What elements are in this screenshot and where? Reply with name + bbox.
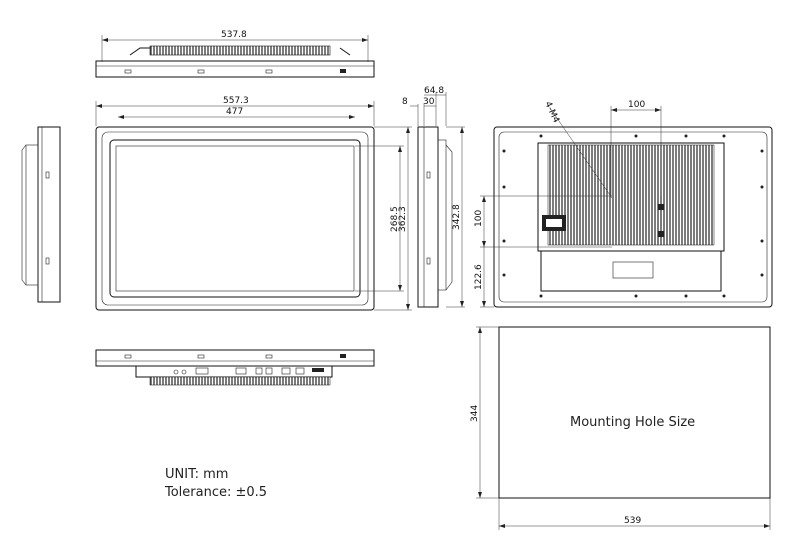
dim-front-width: 557.3 (223, 96, 249, 106)
mounting-hole-label: Mounting Hole Size (570, 415, 695, 430)
dim-side-height: 342.8 (452, 204, 462, 230)
dim-side-8: 8 (402, 97, 408, 107)
notes: UNIT: mm Tolerance: ±0.5 (164, 467, 267, 500)
dim-rear-spacing-v: 100 (474, 210, 484, 227)
front-view: 557.3 477 268.5 362.3 (95, 96, 412, 311)
tolerance-note: Tolerance: ±0.5 (164, 485, 267, 500)
dim-rear-hole: 4-M4 (542, 100, 561, 125)
dim-side-30: 30 (423, 97, 435, 107)
top-view: 537.8 (95, 30, 375, 78)
dim-cutout-width: 539 (624, 516, 641, 526)
dim-side-64: 64.8 (424, 86, 444, 96)
dim-top-width: 537.8 (221, 30, 247, 40)
bottom-view (95, 349, 375, 386)
dim-rear-spacing-h: 100 (628, 100, 645, 110)
left-side-view (21, 126, 61, 303)
right-side-view: 8 30 64.8 342.8 (402, 86, 465, 308)
dim-front-inner-width: 477 (226, 107, 243, 117)
rear-view: 4-M4 100 100 122.6 (474, 100, 773, 308)
unit-note: UNIT: mm (165, 467, 228, 482)
mounting-cutout: 344 539 Mounting Hole Size (470, 326, 771, 530)
dim-cutout-height: 344 (470, 405, 480, 422)
dim-front-inner-height: 268.5 (390, 206, 400, 232)
dim-rear-offset: 122.6 (474, 264, 484, 290)
dim-front-height: 362.3 (398, 206, 408, 232)
